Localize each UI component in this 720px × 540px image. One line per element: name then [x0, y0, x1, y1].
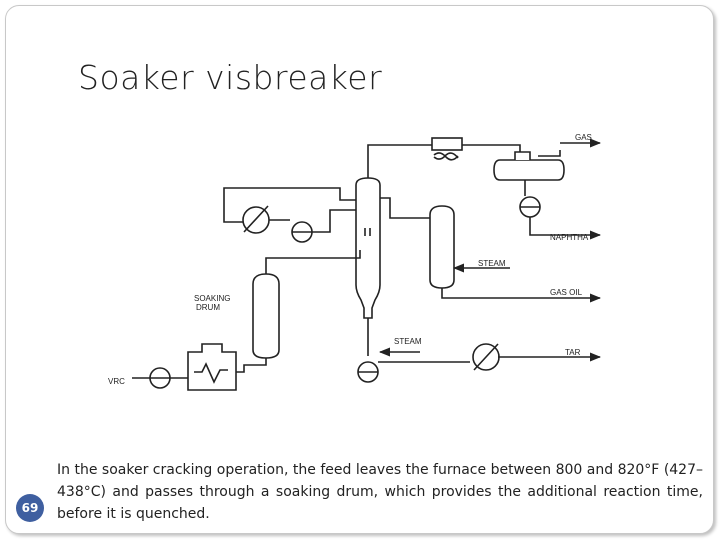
fractionator-column — [355, 177, 381, 319]
slide-title: Soaker visbreaker — [78, 58, 383, 97]
label-steam-lower: STEAM — [394, 337, 422, 346]
condenser — [431, 137, 463, 151]
label-soaking-drum-2: DRUM — [196, 303, 220, 312]
soaking-drum — [252, 273, 280, 359]
process-flow-diagram: GAS NAPHTHA STEAM GAS OIL SOAKING DRUM S… — [108, 133, 602, 391]
label-steam-upper: STEAM — [478, 259, 506, 268]
slide-number-badge: 69 — [16, 494, 44, 522]
label-soaking-drum-1: SOAKING — [194, 294, 230, 303]
overhead-drum — [493, 159, 565, 181]
label-gas-oil: GAS OIL — [550, 288, 583, 297]
label-vrc: VRC — [108, 377, 125, 386]
label-gas: GAS — [575, 133, 592, 142]
label-naphtha: NAPHTHA — [550, 233, 589, 242]
furnace — [187, 343, 237, 391]
label-tar: TAR — [565, 348, 581, 357]
stripper-column — [429, 205, 455, 289]
slide-caption: In the soaker cracking operation, the fe… — [57, 462, 703, 522]
